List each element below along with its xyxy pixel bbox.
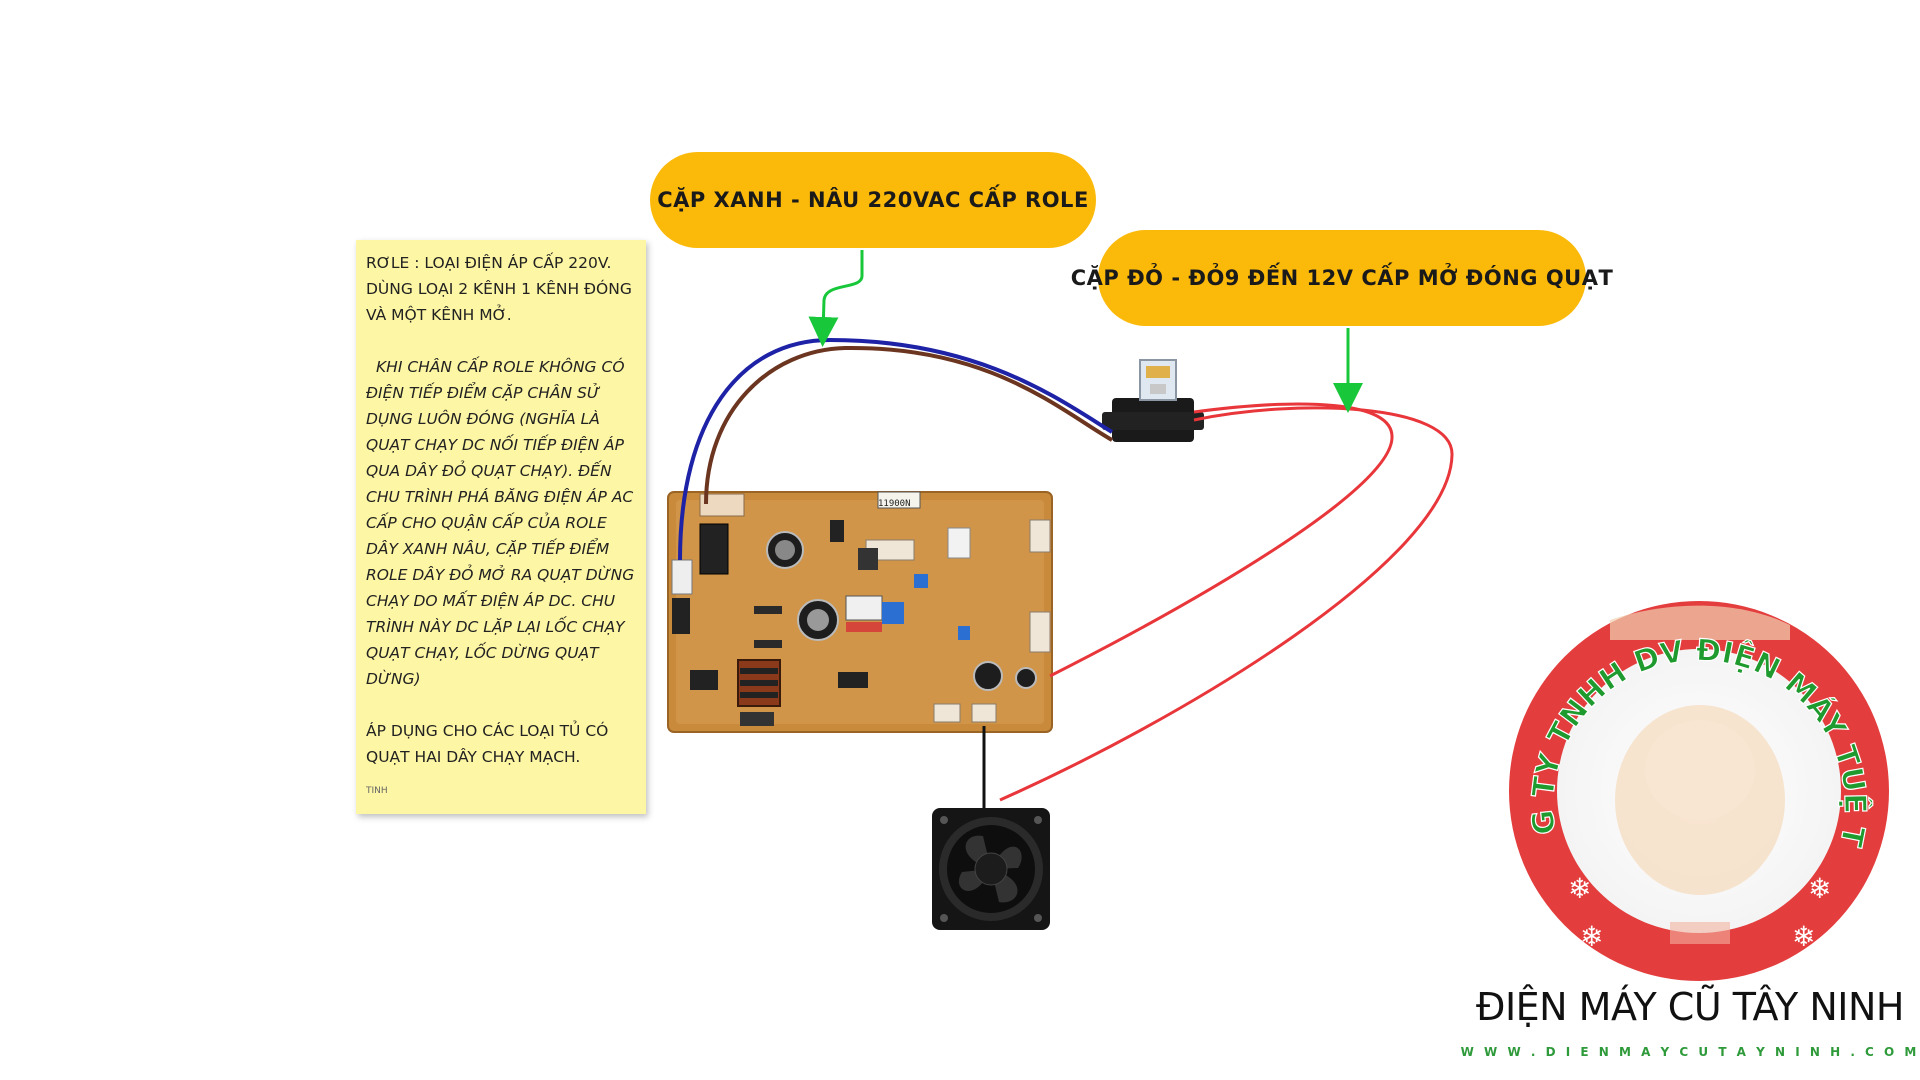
note-line-2: KHI CHÂN CẤP ROLE KHÔNG CÓ ĐIỆN TIẾP ĐIỂ… (366, 358, 635, 688)
label-green-brown-text: CẶP XANH - NÂU 220VAC CẤP ROLE (657, 188, 1089, 212)
website-text: W W W . D I E N M A Y C U T A Y N I N H … (1460, 1045, 1920, 1059)
fan-icon (932, 808, 1050, 930)
note-signature: TINH (366, 786, 388, 796)
sticky-note: RƠLE : LOẠI ĐIỆN ÁP CẤP 220V. DÙNG LOẠI … (356, 240, 646, 814)
label-red-text: CẶP ĐỎ - ĐỎ9 ĐẾN 12V CẤP MỞ ĐÓNG QUẠT (1070, 266, 1614, 290)
brown-wire (704, 345, 1114, 505)
arrow-green-brown (808, 250, 864, 347)
red-wire-board (1049, 402, 1394, 678)
board-marking: 11900N (878, 499, 911, 509)
label-green-brown-pair: CẶP XANH - NÂU 220VAC CẤP ROLE (650, 152, 1096, 248)
note-line-1: RƠLE : LOẠI ĐIỆN ÁP CẤP 220V. DÙNG LOẠI … (366, 254, 632, 324)
brand-name: ĐIỆN MÁY CŨ TÂY NINH (1476, 985, 1904, 1029)
circuit-board-icon: 11900N (667, 491, 1053, 733)
svg-text:❄: ❄ (1792, 920, 1815, 953)
svg-text:❄: ❄ (1808, 872, 1831, 905)
svg-text:❄: ❄ (1580, 920, 1603, 953)
label-red-pair: CẶP ĐỎ - ĐỎ9 ĐẾN 12V CẤP MỞ ĐÓNG QUẠT (1071, 230, 1613, 326)
note-line-3: ÁP DỤNG CHO CÁC LOẠI TỦ CÓ QUẠT HAI DÂY … (366, 722, 609, 766)
svg-text:❄: ❄ (1568, 872, 1591, 905)
relay-icon (1102, 359, 1204, 442)
red-wire-fan (999, 406, 1454, 802)
